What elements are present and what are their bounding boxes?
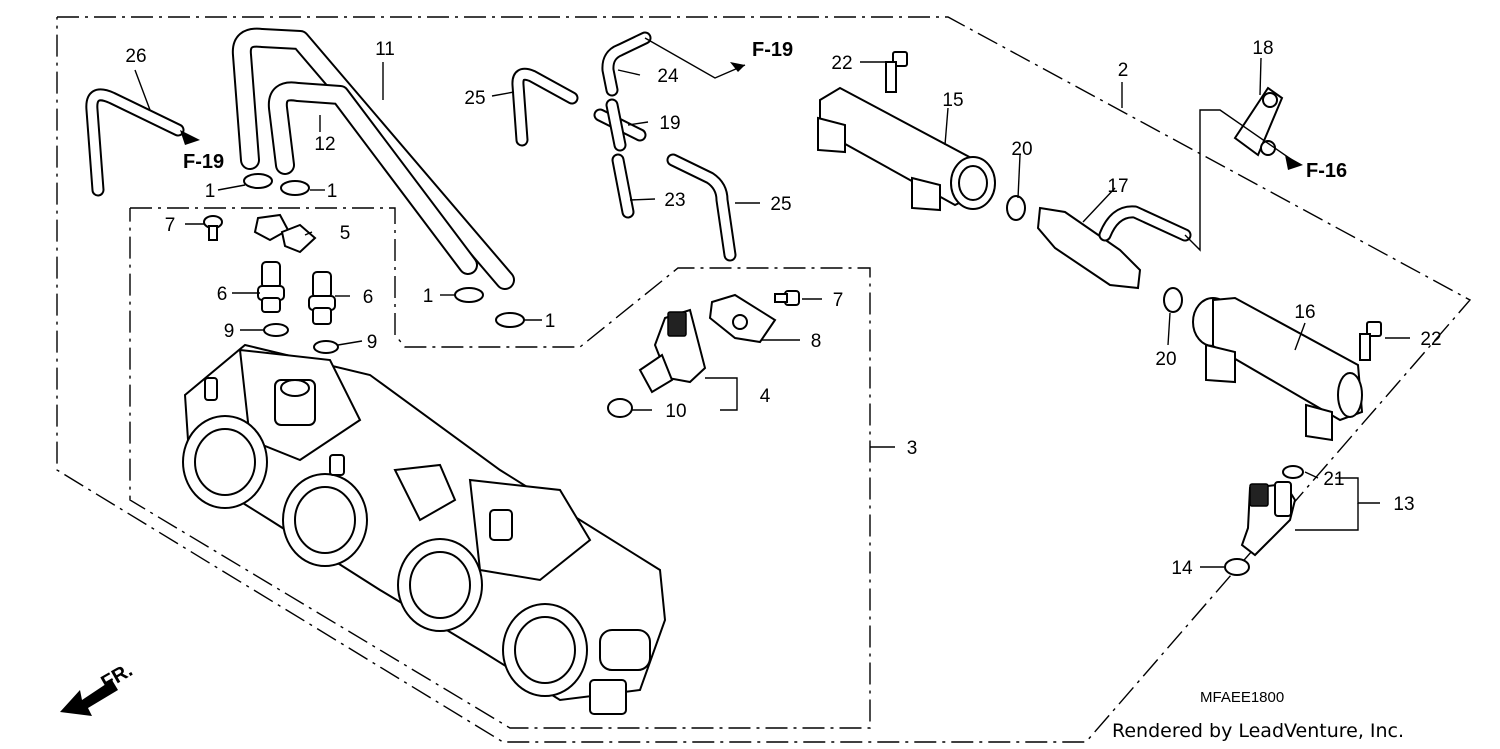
callout-c20b: 20 <box>1155 349 1176 370</box>
fuel-rail-16[interactable] <box>1192 296 1364 442</box>
callout-c22b: 22 <box>1420 329 1441 350</box>
callout-c6b: 6 <box>363 287 374 308</box>
clip-1-b[interactable] <box>280 180 310 196</box>
outer-boundary <box>56 16 1472 743</box>
callout-c18: 18 <box>1252 38 1273 59</box>
sensor-4[interactable] <box>638 308 707 394</box>
reference-f19-left[interactable]: F-19 <box>183 151 224 173</box>
joint-6-a[interactable] <box>257 261 285 313</box>
seal-14[interactable] <box>1224 558 1250 576</box>
callout-c17: 17 <box>1107 176 1128 197</box>
callout-c4: 4 <box>760 386 771 407</box>
throttle-body-assembly[interactable] <box>182 343 667 715</box>
hose-12[interactable] <box>267 81 478 275</box>
hose-25-upper[interactable] <box>511 67 579 147</box>
callout-c8: 8 <box>811 331 822 352</box>
callout-c1d: 1 <box>545 311 556 332</box>
callout-c6a: 6 <box>217 284 228 305</box>
callout-c15: 15 <box>942 90 963 111</box>
callout-c5: 5 <box>340 223 351 244</box>
reference-f16[interactable]: F-16 <box>1306 160 1347 182</box>
clip-1-c[interactable] <box>454 287 484 303</box>
callout-c14: 14 <box>1171 558 1193 579</box>
o-ring-21[interactable] <box>1282 465 1304 479</box>
callout-c7b: 7 <box>833 290 844 311</box>
callout-c3: 3 <box>907 438 918 459</box>
hose-24[interactable] <box>601 31 652 97</box>
o-ring-20-a[interactable] <box>1006 195 1026 221</box>
callout-c25a: 25 <box>464 88 485 109</box>
arrow-f19-left <box>180 130 200 145</box>
o-ring-20-b[interactable] <box>1163 287 1183 313</box>
clip-1-d[interactable] <box>495 312 525 328</box>
arrow-f16 <box>1285 155 1303 170</box>
callout-c1c: 1 <box>423 286 434 307</box>
arrow-f19-top <box>730 62 745 72</box>
injector-13[interactable] <box>1240 481 1297 557</box>
plate-8[interactable] <box>708 293 777 344</box>
callout-c16: 16 <box>1294 302 1315 323</box>
pipe-17[interactable] <box>1036 205 1192 290</box>
callout-c1a: 1 <box>205 181 216 202</box>
hose-26[interactable] <box>85 88 185 197</box>
o-ring-10[interactable] <box>607 398 633 418</box>
drawing-code: MFAEE1800 <box>1200 689 1284 706</box>
callout-c9a: 9 <box>224 321 235 342</box>
callout-c10: 10 <box>665 401 686 422</box>
clamp-5[interactable] <box>253 213 317 254</box>
throttle-body-boundary <box>129 207 871 729</box>
reference-f19-top[interactable]: F-19 <box>752 39 793 61</box>
o-ring-9-b[interactable] <box>313 340 339 354</box>
callout-c25b: 25 <box>770 194 791 215</box>
callout-c7a: 7 <box>165 215 176 236</box>
bolt-22-a[interactable] <box>885 51 908 93</box>
screw-7-b[interactable] <box>774 290 800 306</box>
bolt-22-b[interactable] <box>1359 321 1382 361</box>
callout-c20a: 20 <box>1011 139 1032 160</box>
callout-c24: 24 <box>657 66 679 87</box>
fuel-rail-15[interactable] <box>817 86 996 212</box>
callout-c21: 21 <box>1323 469 1344 490</box>
callout-c9b: 9 <box>367 332 378 353</box>
callout-c23: 23 <box>664 190 685 211</box>
callout-c26: 26 <box>125 46 146 67</box>
screw-7-a[interactable] <box>203 215 223 241</box>
joint-6-b[interactable] <box>308 271 336 325</box>
hose-23[interactable] <box>611 153 635 219</box>
callout-c12: 12 <box>314 134 335 155</box>
callout-c1b: 1 <box>327 181 338 202</box>
callout-c22a: 22 <box>831 53 852 74</box>
callout-c19: 19 <box>659 113 680 134</box>
callout-c2: 2 <box>1118 60 1129 81</box>
front-arrow-icon <box>60 680 118 716</box>
hose-11[interactable] <box>231 27 515 290</box>
joint-19[interactable] <box>593 98 647 152</box>
tube-18[interactable] <box>1233 86 1284 157</box>
render-credit: Rendered by LeadVenture, Inc. <box>1112 720 1404 742</box>
callout-c11: 11 <box>375 39 395 60</box>
leader-lines <box>134 37 1410 568</box>
callout-c13: 13 <box>1393 494 1414 515</box>
clip-1-a[interactable] <box>243 173 273 189</box>
hose-25-lower[interactable] <box>666 153 737 262</box>
o-ring-9-a[interactable] <box>263 323 289 337</box>
